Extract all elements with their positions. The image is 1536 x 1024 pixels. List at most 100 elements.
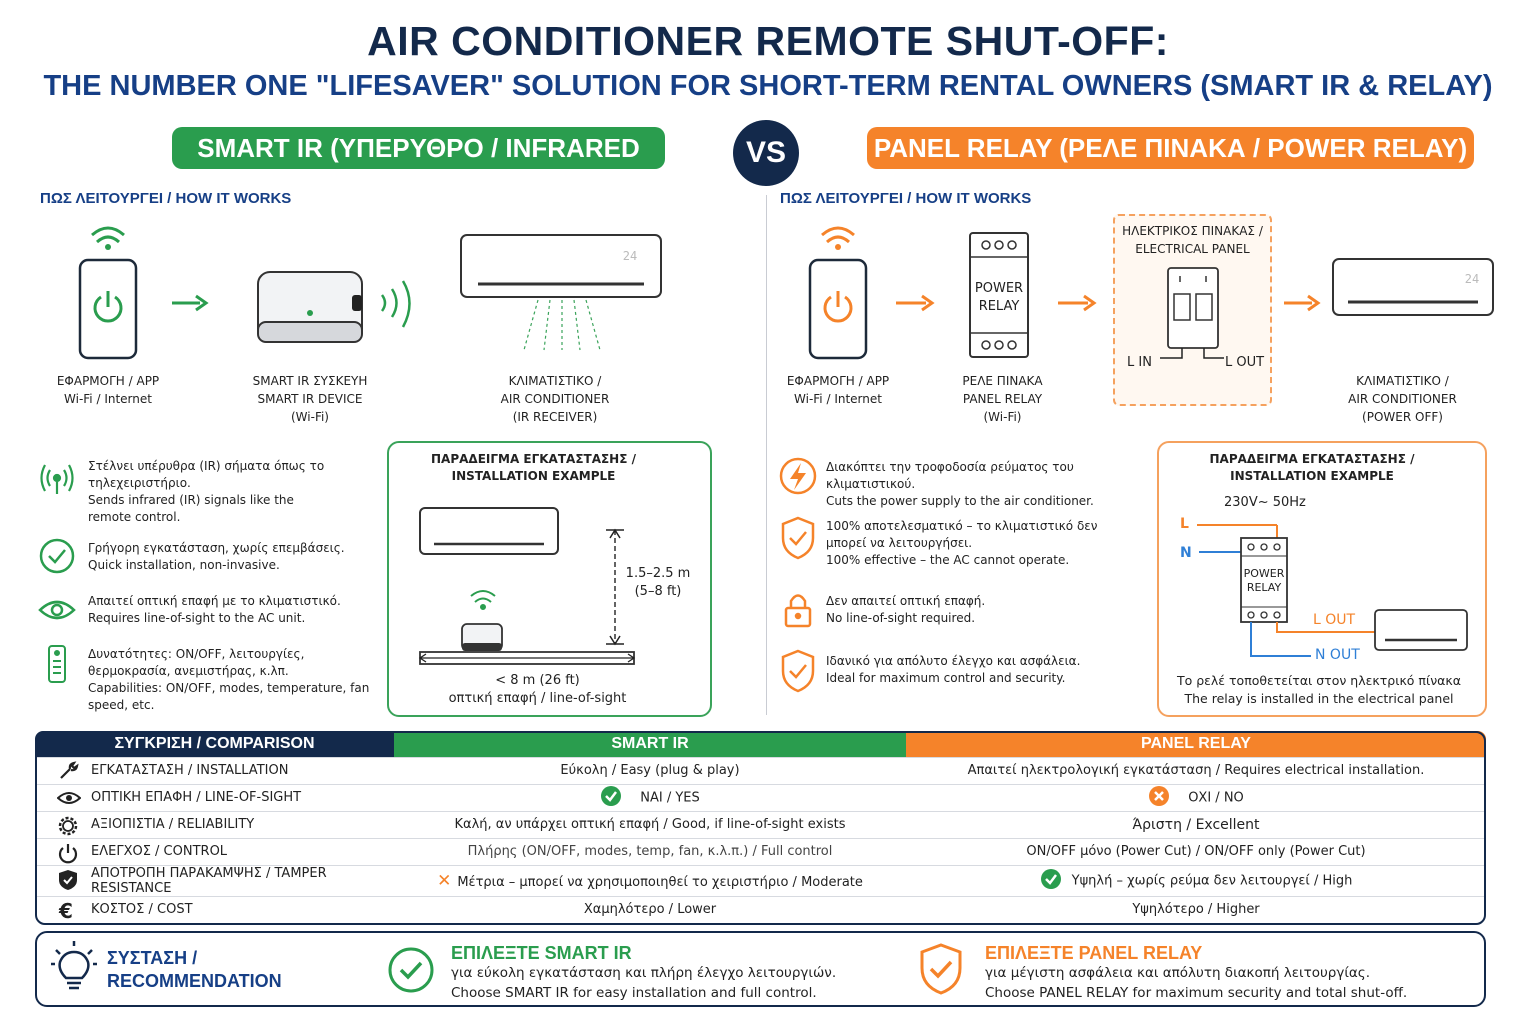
wire-n-label: N [1180,545,1192,561]
green-check-icon [600,785,622,811]
right-step-ac: ΚΛΙΜΑΤΙΣΤΙΚΟ / AIR CONDITIONER (POWER OF… [1348,374,1457,424]
ac-display: 24 [1465,272,1479,286]
right-ac-unit: 24 [1332,258,1494,316]
right-install-example [1157,441,1487,717]
table-row: ΕΛΕΓΧΟΣ / CONTROL Πλήρης (ON/OFF, modes,… [35,837,1486,868]
orange-x-icon: ✕ [437,870,452,891]
right-step-app: ΕΦΑΡΜΟΓΗ / APP Wi-Fi / Internet [786,374,890,406]
arrow-icon [1284,294,1321,312]
table-row: ΟΠΤΙΚΗ ΕΠΑΦΗ / LINE-OF-SIGHT ΝΑΙ / YES Ο… [35,783,1486,811]
vs-badge: VS [733,120,799,186]
table-row: ΑΠΟΤΡΟΠΗ ΠΑΡΑΚΑΜΨΗΣ / TAMPER RESISTANCE … [35,864,1486,896]
right-example-caption: Το ρελέ τοποθετείται στον ηλεκτρικό πίνα… [1176,673,1462,706]
recommend-smart-ir-text: για εύκολη εγκατάσταση και πλήρη έλεγχο … [451,965,837,1001]
electrical-panel-label: ΗΛΕΚΤΡΙΚΟΣ ΠΙΝΑΚΑΣ / ELECTRICAL PANEL [1122,224,1263,256]
power-icon [823,291,853,323]
green-check-icon [1040,868,1062,894]
shield-icon [58,869,78,895]
relay-device-label: POWER RELAY [974,281,1024,314]
wrench-icon [57,760,79,785]
ir-signal-icon [40,464,74,494]
right-feature-4: Ιδανικό για απόλυτο έλεγχο και ασφάλεια.… [826,654,1081,685]
lightning-icon [779,457,817,495]
right-flow-diagram [808,226,1097,360]
left-feature-1: Στέλνει υπέρυθρα (IR) σήματα όπως το τηλ… [88,459,325,524]
eye-icon [56,790,82,810]
table-header-comparison: ΣΥΓΚΡΙΣΗ / COMPARISON [35,731,394,757]
recommendation-title: ΣΥΣΤΑΣΗ / RECOMMENDATION [107,948,282,991]
left-how-heading: ΠΩΣ ΛΕΙΤΟΥΡΓΕΙ / HOW IT WORKS [40,190,292,207]
left-example-distance: < 8 m (26 ft) οπτική επαφή / line-of-sig… [448,673,627,706]
recommend-smart-ir-title: ΕΠΙΛΕΞΤΕ SMART IR [451,943,632,963]
arrow-icon [896,294,935,312]
page-subtitle: THE NUMBER ONE "LIFESAVER" SOLUTION FOR … [43,70,1493,102]
right-example-voltage: 230V~ 50Hz [1224,495,1306,510]
euro-icon: € [59,898,73,923]
eye-icon [38,600,76,620]
table-row: €ΚΟΣΤΟΣ / COST Χαμηλότερο / Lower Υψηλότ… [35,895,1486,923]
wifi-icon [821,226,855,250]
phone-icon [808,258,868,360]
recommend-panel-relay-text: για μέγιστη ασφάλεια και απόλυτη διακοπή… [985,965,1408,1001]
right-how-heading: ΠΩΣ ΛΕΙΤΟΥΡΓΕΙ / HOW IT WORKS [780,190,1032,207]
left-example-height: 1.5–2.5 m (5–8 ft) [625,566,691,599]
phone-icon [78,258,138,360]
shield-check-icon [920,943,962,995]
left-feature-icons [38,464,76,683]
comparison-table: ΣΥΓΚΡΙΣΗ / COMPARISON SMART IR PANEL REL… [35,731,1486,923]
left-install-example [387,441,712,717]
wire-n-out-label: N OUT [1315,647,1360,663]
left-ac-unit: 24 [460,234,662,351]
smart-ir-pill: SMART IR (ΥΠΕΡΥΘΡΟ / INFRARED [172,127,665,169]
left-feature-3: Απαιτεί οπτική επαφή με το κλιματιστικό.… [88,594,341,625]
gear-check-icon [57,815,79,841]
recommendation-box [35,931,1486,1007]
right-feature-icons [779,457,817,693]
power-relay-device-icon [969,232,1029,358]
wire-l-label: L [1180,516,1189,532]
relay-box-label: POWER RELAY [1243,567,1285,594]
panel-relay-pill: PANEL RELAY (ΡΕΛΕ ΠΙΝΑΚΑ / POWER RELAY) [867,127,1474,169]
right-example-title: ΠΑΡΑΔΕΙΓΜΑ ΕΓΚΑΤΑΣΤΑΣΗΣ / INSTALLATION E… [1209,452,1415,483]
table-header-panel-relay: PANEL RELAY [906,731,1486,757]
right-step-relay: ΡΕΛΕ ΠΙΝΑΚΑ PANEL RELAY (Wi-Fi) [962,374,1043,424]
right-feature-2: 100% αποτελεσματικό – το κλιματιστικό δε… [826,519,1098,567]
arrow-icon [1058,294,1097,312]
left-install-diagram [418,507,636,665]
lightbulb-icon [51,941,97,990]
right-feature-1: Διακόπτει την τροφοδοσία ρεύματος του κλ… [826,460,1094,508]
shield-check-icon [781,649,815,693]
shield-check-icon [781,516,815,560]
recommend-panel-relay-title: ΕΠΙΛΕΞΤΕ PANEL RELAY [985,943,1203,963]
ac-display: 24 [623,249,637,263]
remote-icon [48,645,66,683]
orange-x-icon [1148,785,1170,811]
relay-wiring-diagram [1197,524,1468,657]
left-step-app: ΕΦΑΡΜΟΓΗ / APP Wi-Fi / Internet [56,374,160,406]
column-divider [766,195,767,715]
wifi-icon [91,226,125,250]
arrow-icon [172,294,209,312]
left-step-device: SMART IR ΣΥΣΚΕΥΗ SMART IR DEVICE (Wi-Fi) [252,374,368,424]
left-example-title: ΠΑΡΑΔΕΙΓΜΑ ΕΓΚΑΤΑΣΤΑΣΗΣ / INSTALLATION E… [431,452,636,483]
table-header-smart-ir: SMART IR [394,731,906,757]
power-icon [57,842,79,868]
panel-l-out: L OUT [1225,355,1265,370]
right-feature-3: Δεν απαιτεί οπτική επαφή. No line-of-sig… [826,594,986,625]
wire-l-out-label: L OUT [1313,612,1356,628]
panel-breaker-icon [1160,267,1224,359]
panel-l-in: L IN [1127,355,1152,370]
smart-ir-device-icon [257,271,363,343]
check-circle-icon [39,538,75,574]
left-feature-4: Δυνατότητες: ON/OFF, λειτουργίες, θερμοκ… [88,647,370,712]
left-feature-2: Γρήγορη εγκατάσταση, χωρίς επεμβάσεις. Q… [88,541,345,572]
table-row: ΑΞΙΟΠΙΣΤΙΑ / RELIABILITY Καλή, αν υπάρχε… [35,810,1486,841]
power-icon [93,291,123,323]
left-step-ac: ΚΛΙΜΑΤΙΣΤΙΚΟ / AIR CONDITIONER (IR RECEI… [500,374,610,424]
page-title: AIR CONDITIONER REMOTE SHUT-OFF: [367,18,1169,64]
lock-icon [784,594,812,628]
ir-waves-icon [380,280,411,328]
left-flow-diagram [78,226,411,360]
table-row: ΕΓΚΑΤΑΣΤΑΣΗ / INSTALLATION Εύκολη / Easy… [35,756,1486,785]
check-circle-icon [388,947,434,993]
